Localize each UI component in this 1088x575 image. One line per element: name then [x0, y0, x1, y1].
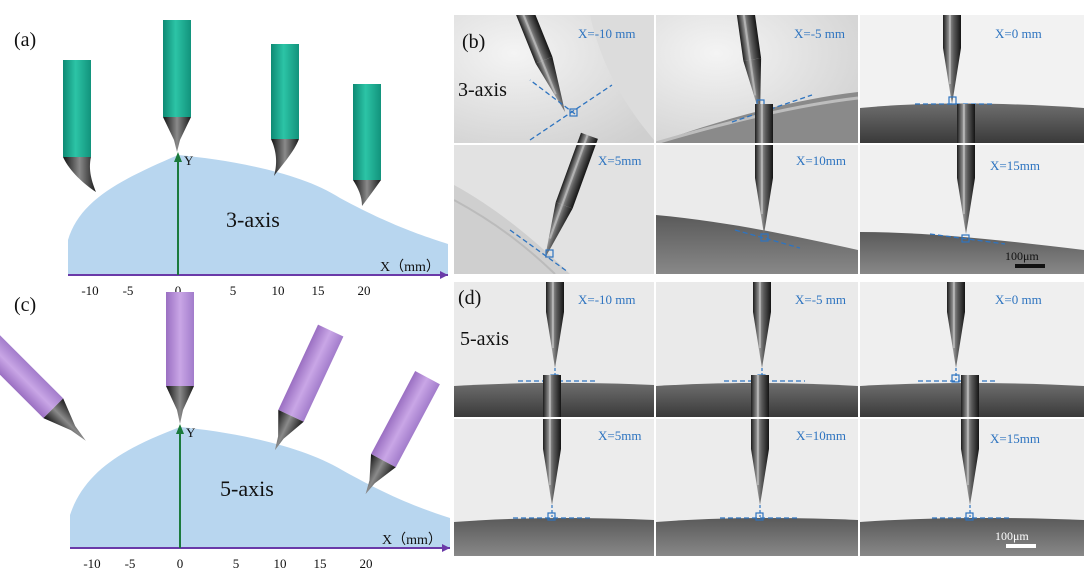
frame-d-1-label: X=-10 mm	[578, 292, 636, 307]
panel-c: (c) Y X（mm） 5-axis -10 -5 0 5	[0, 292, 450, 571]
frame-b-3-label: X=0 mm	[995, 26, 1042, 41]
mode-label-d: 5-axis	[460, 328, 509, 350]
x-tick: 5	[230, 283, 237, 298]
surface-c	[70, 427, 450, 548]
surface-label-c: 5-axis	[220, 476, 274, 501]
surface-label-a: 3-axis	[226, 207, 280, 232]
panel-d-label: (d)	[458, 287, 481, 309]
frame-d-5: X=10mm	[656, 375, 858, 556]
panel-b: X=-10 mm X=-5 mm X=0 mm 3-axis (b)	[454, 15, 1084, 274]
frame-d-3-label: X=0 mm	[995, 292, 1042, 307]
x-axis-arrow-a	[440, 271, 448, 279]
x-tick: 0	[177, 556, 184, 571]
x-tick: -10	[81, 283, 98, 298]
tool-c-4	[365, 371, 440, 495]
x-ticks-c: -10 -5 0 5 10 15 20	[83, 556, 372, 571]
y-axis-label-c: Y	[186, 425, 196, 440]
tool-a-4	[353, 84, 381, 206]
frame-b-1: X=-10 mm	[454, 15, 654, 143]
x-tick: 10	[274, 556, 287, 571]
x-axis-label-a: X（mm）	[380, 259, 440, 275]
panel-d: X=-10 mm X=-5 mm X=0 mm 5-axis (d)	[454, 282, 1084, 556]
mode-label-b: 3-axis	[458, 79, 507, 101]
x-tick: -5	[125, 556, 136, 571]
y-axis-label-a: Y	[184, 153, 194, 168]
panel-b-label: (b)	[462, 31, 485, 53]
x-tick: 0	[175, 283, 182, 298]
frame-b-6-label: X=15mm	[990, 158, 1040, 173]
x-tick: 20	[360, 556, 373, 571]
frame-b-1-label: X=-10 mm	[578, 26, 636, 41]
x-ticks-a: -10 -5 0 5 10 15 20	[81, 283, 370, 298]
surface-a	[68, 155, 448, 275]
frame-d-4-label: X=5mm	[598, 428, 641, 443]
x-tick: 15	[314, 556, 327, 571]
y-axis-arrow-c	[176, 424, 184, 434]
frame-b-6: X=15mm 100μm	[860, 104, 1084, 274]
scale-bar-b	[1015, 264, 1045, 268]
frame-b-4-label: X=5mm	[598, 153, 641, 168]
frame-b-5: X=10mm	[656, 104, 858, 274]
tool-c-2	[166, 292, 194, 424]
frame-b-4: X=5mm	[454, 132, 654, 274]
panel-c-label: (c)	[14, 294, 36, 316]
frame-d-6: X=15mm 100μm	[860, 375, 1084, 556]
frame-d-4: X=5mm	[454, 375, 654, 556]
frame-d-6-label: X=15mm	[990, 431, 1040, 446]
frame-b-2-label: X=-5 mm	[794, 26, 845, 41]
x-tick: -10	[83, 556, 100, 571]
tool-a-2	[163, 20, 191, 152]
tool-a-1	[63, 60, 96, 192]
y-axis-arrow-a	[174, 152, 182, 162]
scale-bar-label-d: 100μm	[995, 529, 1029, 543]
tool-c-1	[0, 327, 86, 441]
scale-bar-label-b: 100μm	[1005, 249, 1039, 263]
scale-bar-d	[1006, 544, 1036, 548]
frame-d-2-label: X=-5 mm	[795, 292, 846, 307]
frame-b-5-label: X=10mm	[796, 153, 846, 168]
tool-a-3	[271, 44, 299, 176]
x-tick: 20	[358, 283, 371, 298]
x-tick: 15	[312, 283, 325, 298]
tool-c-3	[274, 324, 344, 451]
x-axis-arrow-c	[442, 544, 450, 552]
frame-d-5-label: X=10mm	[796, 428, 846, 443]
panel-a-label: (a)	[14, 29, 36, 51]
x-tick: 10	[272, 283, 285, 298]
frame-d-1: X=-10 mm	[454, 282, 654, 417]
x-axis-label-c: X（mm）	[382, 532, 442, 548]
x-tick: 5	[233, 556, 240, 571]
panel-a: (a) Y X（mm） 3-axis -10 -5 0	[14, 20, 448, 298]
x-tick: -5	[123, 283, 134, 298]
